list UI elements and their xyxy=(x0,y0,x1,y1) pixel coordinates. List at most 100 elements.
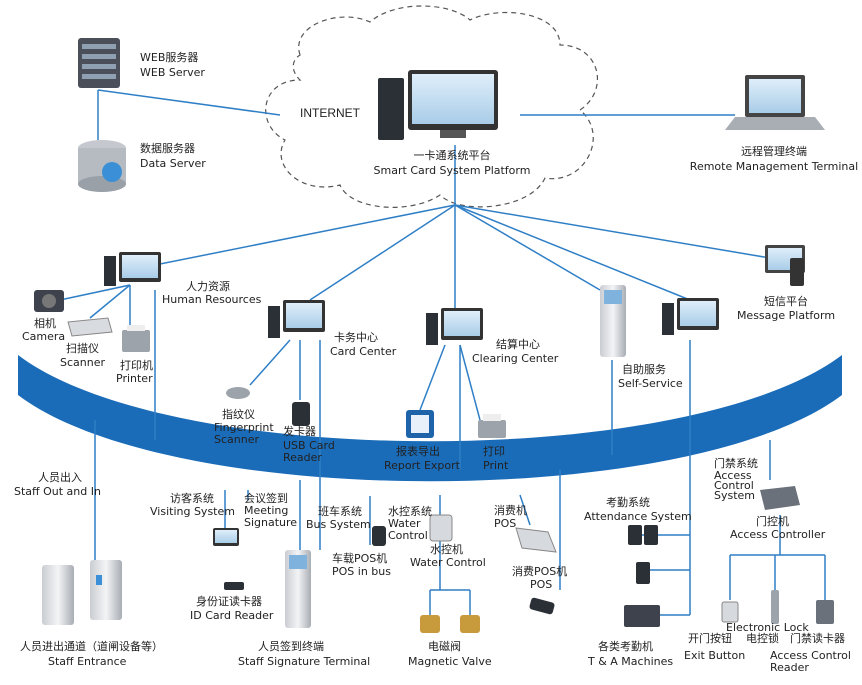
bus-label-cn: 班车系统 xyxy=(318,505,362,518)
mobile-pos-icon xyxy=(529,597,555,615)
exit-button-icon xyxy=(721,601,739,623)
fingerprint-label-cn: 指纹仪 xyxy=(222,408,255,421)
access-reader-label-en2: Reader xyxy=(770,661,809,674)
meeting-label-en2: Signature xyxy=(244,516,298,529)
report-label-en: Report Export xyxy=(384,459,460,472)
connection-lines xyxy=(59,89,826,616)
water-ctrl-label-en2: Control xyxy=(388,529,428,542)
web-server-label-cn: WEB服务器 xyxy=(140,51,199,64)
exit-button-label-cn: 开门按钮 xyxy=(688,632,732,645)
fingerprint-label-en1: Fingerprint xyxy=(214,421,274,434)
pos-bus-label-en: POS in bus xyxy=(332,565,391,578)
electronic-lock-label-cn: 电控锁 xyxy=(746,632,779,645)
signature-terminal-icon xyxy=(285,550,311,628)
printer-icon xyxy=(122,325,150,352)
report-export-icon xyxy=(406,410,434,438)
print-icon xyxy=(478,414,506,438)
usb-label-en2: Reader xyxy=(283,451,322,464)
self-service-label-cn: 自助服务 xyxy=(622,363,666,376)
pos-label-cn: 消费机 xyxy=(494,504,527,517)
meeting-label-en1: Meeting xyxy=(244,504,289,517)
clearing-computer-icon xyxy=(426,308,483,345)
usb-card-reader-icon xyxy=(292,402,310,426)
access-system-label-en2: Control xyxy=(714,479,754,492)
card-center-label-cn: 卡务中心 xyxy=(334,331,378,344)
ta-machines-label-en: T & A Machines xyxy=(588,655,674,668)
signature-terminal-label-en: Staff Signature Terminal xyxy=(238,655,371,668)
attendance-label-cn: 考勤系统 xyxy=(606,496,650,509)
pos-mobile-label-en: POS xyxy=(530,578,553,591)
staff-entrance-label-en: Staff Entrance xyxy=(48,655,127,668)
remote-label-cn: 远程管理终端 xyxy=(741,145,807,158)
magnetic-valve-label-en: Magnetic Valve xyxy=(408,655,492,668)
access-system-label-en3: System xyxy=(714,489,756,502)
exit-button-label-en: Exit Button xyxy=(684,649,746,662)
clearing-label-en: Clearing Center xyxy=(472,352,559,365)
tcpip-backbone xyxy=(18,355,842,482)
remote-label-en: Remote Management Terminal xyxy=(689,160,859,173)
report-label-cn: 报表导出 xyxy=(396,445,440,458)
water-control-device-icon xyxy=(429,514,453,542)
electronic-lock-label-en: Electronic Lock xyxy=(726,621,809,634)
water-machine-label-cn: 水控机 xyxy=(430,543,463,556)
water-ctrl-label-en1: Water xyxy=(388,517,421,530)
id-card-label-cn: 身份证读卡器 xyxy=(196,595,262,608)
visiting-label-cn: 访客系统 xyxy=(170,492,214,505)
usb-label-en1: USB Card xyxy=(283,439,335,452)
access-controller-label-en: Access Controller xyxy=(730,528,826,541)
access-controller-label-cn: 门控机 xyxy=(756,515,789,528)
data-server-icon xyxy=(78,140,126,192)
staff-out-label-en: Staff Out and In xyxy=(14,485,101,498)
laptop-icon xyxy=(725,75,825,130)
pos-bus-label-cn: 车载POS机 xyxy=(332,552,388,565)
kiosk-icon xyxy=(600,285,626,357)
fingerprint-label-en2: Scanner xyxy=(214,433,260,446)
message-label-en: Message Platform xyxy=(736,309,836,322)
attendance-machines-icon xyxy=(624,525,660,627)
hr-label-en: Human Resources xyxy=(162,293,262,306)
bus-pos-icon xyxy=(372,526,386,546)
scanner-icon xyxy=(67,317,113,337)
hr-computer-icon xyxy=(104,252,161,286)
attendance-computer-icon xyxy=(662,298,719,335)
fingerprint-scanner-icon xyxy=(226,387,250,399)
camera-label-en: Camera xyxy=(22,330,66,343)
platform-label-cn: 一卡通系统平台 xyxy=(413,149,491,162)
data-server-label-en: Data Server xyxy=(140,157,206,170)
water-machine-label-en: Water Control xyxy=(410,556,486,569)
magnetic-valve-icon xyxy=(420,615,480,633)
staff-entrance-label-cn: 人员进出通道（道闸设备等） xyxy=(20,640,163,653)
access-reader-label-en1: Access Control xyxy=(770,649,851,662)
staff-out-label-cn: 人员出入 xyxy=(38,471,82,484)
access-reader-icon xyxy=(816,600,834,624)
camera-label-cn: 相机 xyxy=(34,317,56,330)
printer-label-en: Printer xyxy=(116,372,153,385)
message-label-cn: 短信平台 xyxy=(764,295,808,308)
meeting-label-cn: 会议签到 xyxy=(244,492,288,505)
visiting-label-en: Visiting System xyxy=(150,505,235,518)
access-controller-icon xyxy=(760,486,800,510)
id-card-label-en: ID Card Reader xyxy=(190,609,274,622)
ta-machines-label-cn: 各类考勤机 xyxy=(598,640,653,653)
scanner-label-cn: 扫描仪 xyxy=(66,342,99,355)
electronic-lock-icon xyxy=(771,590,779,624)
clearing-label-cn: 结算中心 xyxy=(496,338,540,351)
water-ctrl-label-cn: 水控系统 xyxy=(388,505,432,518)
print-label-cn: 打印 xyxy=(483,445,505,458)
camera-icon xyxy=(34,290,64,312)
platform-computer-icon xyxy=(378,70,498,140)
print-label-en: Print xyxy=(483,459,509,472)
signature-terminal-label-cn: 人员签到终端 xyxy=(258,640,324,653)
access-system-label-en1: Access xyxy=(714,469,752,482)
staff-gate-icon xyxy=(42,560,122,625)
pos-terminal-icon xyxy=(515,527,557,553)
scanner-label-en: Scanner xyxy=(60,356,106,369)
access-reader-label-cn: 门禁读卡器 xyxy=(790,632,845,645)
card-center-computer-icon xyxy=(268,300,325,338)
web-server-icon xyxy=(78,38,120,88)
network-label-en: TCP/IP Network xyxy=(440,481,554,496)
web-server-label-en: WEB Server xyxy=(140,66,205,79)
pos-label-en: POS xyxy=(494,517,517,530)
